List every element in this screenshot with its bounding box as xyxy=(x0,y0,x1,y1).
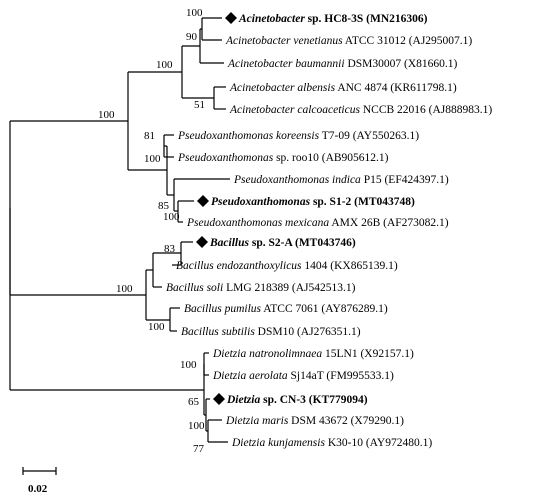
bootstrap-b_pseu_s12mex: 100 xyxy=(163,211,180,223)
taxon-genus: Bacillus endozanthoxylicus xyxy=(176,260,302,272)
taxon-genus: Bacillus pumilus xyxy=(184,303,262,315)
taxon-label-diet_aer: Dietzia aerolata Sj14aT (FM995533.1) xyxy=(212,370,394,382)
taxon-label-baci_pum: Bacillus pumilus ATCC 7061 (AY876289.1) xyxy=(184,303,388,315)
taxon-label-acin_hc8: Acinetobacter sp. HC8-3S (MN216306) xyxy=(238,13,428,25)
taxon-label-acin_cal: Acinetobacter calcoaceticus NCCB 22016 (… xyxy=(229,104,492,116)
taxon-strain: AMX 26B (AF273082.1) xyxy=(329,217,449,229)
taxon-genus: Dietzia kunjamensis xyxy=(231,437,325,449)
taxon-strain: sp. S2-A (MT043746) xyxy=(249,237,356,249)
taxon-genus: Pseudoxanthomonas mexicana xyxy=(186,217,329,229)
bootstrap-b_diet_mar: 100 xyxy=(188,420,205,432)
taxon-genus: Acinetobacter xyxy=(238,13,305,25)
taxon-genus: Pseudoxanthomonas xyxy=(211,196,311,208)
taxon-label-pseu_ind: Pseudoxanthomonas indica P15 (EF424397.1… xyxy=(233,174,449,186)
bootstrap-b_baci_all: 100 xyxy=(116,283,133,295)
bootstrap-b_baci_pumsub: 100 xyxy=(148,321,165,333)
taxon-label-pseu_s12: Pseudoxanthomonas sp. S1-2 (MT043748) xyxy=(211,196,415,208)
taxon-genus: Acinetobacter calcoaceticus xyxy=(229,104,360,116)
taxon-label-baci_end: Bacillus endozanthoxylicus 1404 (KX86513… xyxy=(176,260,398,272)
taxon-strain: LMG 218389 (AJ542513.1) xyxy=(223,282,355,294)
taxon-strain: DSM 43672 (X79290.1) xyxy=(288,415,404,427)
bootstrap-b_acin_hc8_ven: 100 xyxy=(186,7,203,19)
scale-bar-label: 0.02 xyxy=(28,483,48,495)
taxon-label-pseu_kor: Pseudoxanthomonas koreensis T7-09 (AY550… xyxy=(177,130,419,142)
taxon-strain: 1404 (KX865139.1) xyxy=(302,260,398,272)
taxon-genus: Acinetobacter venetianus xyxy=(225,35,343,47)
bootstrap-b_acin_albcal: 51 xyxy=(194,99,205,111)
taxon-label-acin_bau: Acinetobacter baumannii DSM30007 (X81660… xyxy=(227,58,458,70)
taxon-label-acin_alb: Acinetobacter albensis ANC 4874 (KR61179… xyxy=(229,82,457,94)
taxon-genus: Pseudoxanthomonas xyxy=(177,152,274,164)
bootstrap-b_diet_all: 100 xyxy=(180,359,197,371)
taxon-genus: Dietzia xyxy=(226,394,260,406)
taxon-strain: sp. roo10 (AB905612.1) xyxy=(273,152,388,164)
taxon-strain: P15 (EF424397.1) xyxy=(361,174,449,186)
taxon-strain: DSM30007 (X81660.1) xyxy=(345,58,458,70)
diamond-marker-icon xyxy=(213,393,225,405)
bootstrap-b_pseu_korroo: 81 xyxy=(144,130,155,142)
taxon-label-baci_s2a: Bacillus sp. S2-A (MT043746) xyxy=(209,237,356,249)
bootstrap-b_root_upper: 100 xyxy=(98,109,115,121)
taxon-label-pseu_roo: Pseudoxanthomonas sp. roo10 (AB905612.1) xyxy=(177,152,389,164)
taxon-genus: Acinetobacter baumannii xyxy=(227,58,345,70)
taxon-label-diet_kun: Dietzia kunjamensis K30-10 (AY972480.1) xyxy=(231,437,432,449)
taxon-genus: Pseudoxanthomonas koreensis xyxy=(177,130,320,142)
taxon-genus: Pseudoxanthomonas indica xyxy=(233,174,361,186)
bootstrap-b_pseu_ind: 85 xyxy=(158,200,170,212)
taxon-strain: sp. S1-2 (MT043748) xyxy=(310,196,415,208)
taxon-strain: T7-09 (AY550263.1) xyxy=(319,130,419,142)
taxon-genus: Dietzia maris xyxy=(225,415,289,427)
bootstrap-b_acin_bau: 90 xyxy=(186,31,198,43)
taxon-strain: K30-10 (AY972480.1) xyxy=(325,437,432,449)
taxon-label-baci_sol: Bacillus soli LMG 218389 (AJ542513.1) xyxy=(166,282,356,294)
bootstrap-b_baci_end: 83 xyxy=(164,243,176,255)
taxon-strain: Sj14aT (FM995533.1) xyxy=(288,370,394,382)
diamond-marker-icon xyxy=(196,236,208,248)
taxon-label-diet_mar: Dietzia maris DSM 43672 (X79290.1) xyxy=(225,415,404,427)
taxon-genus: Bacillus soli xyxy=(166,282,223,294)
taxon-label-baci_sub: Bacillus subtilis DSM10 (AJ276351.1) xyxy=(181,326,361,338)
taxon-strain: 15LN1 (X92157.1) xyxy=(322,348,414,360)
bootstrap-b_pseu_all: 100 xyxy=(144,153,161,165)
bootstrap-b_diet_cn3: 65 xyxy=(188,396,200,408)
taxon-label-pseu_mex: Pseudoxanthomonas mexicana AMX 26B (AF27… xyxy=(186,217,449,229)
taxon-strain: ANC 4874 (KR611798.1) xyxy=(335,82,457,94)
taxon-strain: ATCC 31012 (AJ295007.1) xyxy=(343,35,473,47)
taxon-genus: Acinetobacter albensis xyxy=(229,82,336,94)
taxon-label-diet_nat: Dietzia natronolimnaea 15LN1 (X92157.1) xyxy=(212,348,414,360)
taxon-genus: Dietzia aerolata xyxy=(212,370,288,382)
taxon-label-acin_ven: Acinetobacter venetianus ATCC 31012 (AJ2… xyxy=(225,35,472,47)
taxon-genus: Bacillus xyxy=(209,237,250,249)
taxon-label-diet_cn3: Dietzia sp. CN-3 (KT779094) xyxy=(226,394,368,406)
bootstrap-b_diet_kun: 77 xyxy=(193,443,205,455)
taxon-strain: sp. CN-3 (KT779094) xyxy=(260,394,368,406)
taxon-strain: sp. HC8-3S (MN216306) xyxy=(305,13,428,25)
taxon-strain: ATCC 7061 (AY876289.1) xyxy=(261,303,388,315)
taxon-strain: NCCB 22016 (AJ888983.1) xyxy=(360,104,492,116)
taxon-genus: Dietzia natronolimnaea xyxy=(212,348,322,360)
diamond-marker-icon xyxy=(225,12,237,24)
bootstrap-b_acin_all: 100 xyxy=(156,59,173,71)
taxon-strain: DSM10 (AJ276351.1) xyxy=(255,326,361,338)
diamond-marker-icon xyxy=(197,195,209,207)
taxon-genus: Bacillus subtilis xyxy=(181,326,255,338)
